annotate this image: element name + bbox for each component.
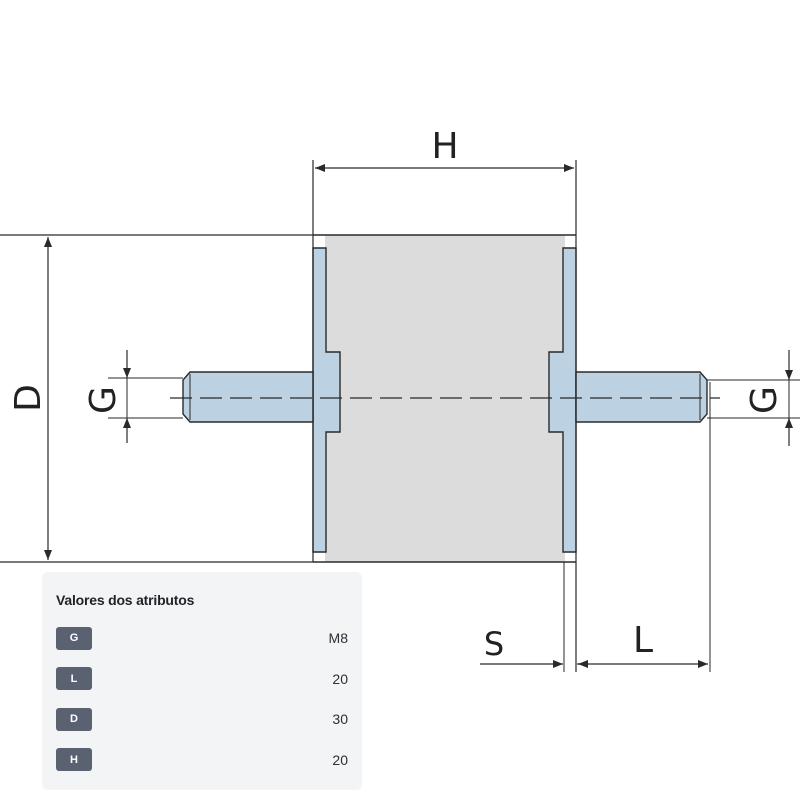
label-g-left: G	[83, 386, 124, 414]
attribute-value: 30	[332, 711, 348, 727]
label-l: L	[633, 620, 653, 661]
attribute-row-l: L 20	[56, 667, 348, 691]
attribute-value: M8	[328, 630, 348, 646]
label-s: S	[484, 625, 504, 663]
attribute-key-badge: L	[56, 667, 92, 690]
right-mounting-plate	[548, 247, 577, 553]
attribute-row-h: H 20	[56, 748, 348, 772]
attribute-row-d: D 30	[56, 707, 348, 731]
attribute-value: 20	[332, 670, 348, 687]
label-g-right: G	[744, 386, 785, 414]
attribute-key-badge: H	[56, 748, 92, 771]
right-threaded-stud	[575, 371, 708, 423]
label-d: D	[8, 384, 49, 412]
attribute-row-g: G M8	[56, 626, 348, 650]
attributes-title: Valores dos atributos	[56, 592, 195, 608]
attribute-key-badge: D	[56, 707, 92, 731]
left-threaded-stud	[182, 371, 314, 423]
attributes-panel: Valores dos atributos G M8 L 20 D 30 H 2…	[42, 572, 362, 790]
attribute-value: 20	[332, 751, 348, 768]
attribute-key-badge: G	[56, 626, 92, 650]
label-h: H	[431, 126, 458, 167]
left-mounting-plate	[312, 247, 341, 553]
